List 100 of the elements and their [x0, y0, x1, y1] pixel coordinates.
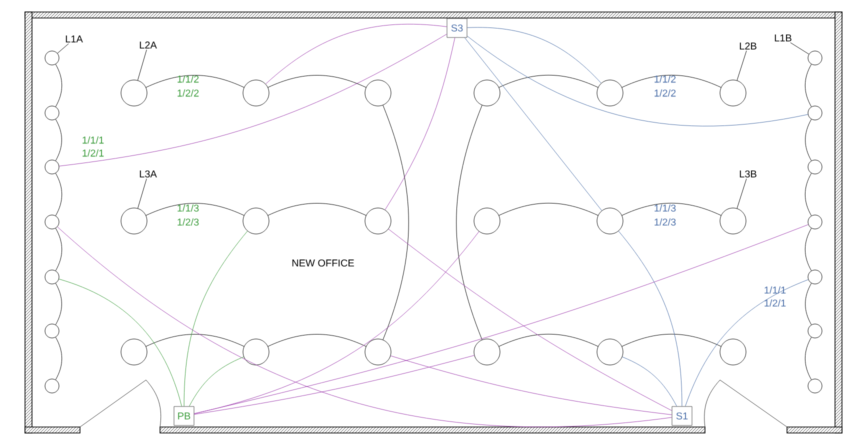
circuit-label: 1/1/3	[654, 204, 676, 212]
wiring-arc	[804, 64, 812, 107]
ceiling-light-circle	[364, 338, 392, 366]
switch-box: PB	[174, 406, 194, 426]
wiring-arc	[804, 173, 812, 216]
wall-light-circle	[808, 270, 822, 284]
wall-light-circle	[808, 50, 822, 66]
circuit-label: 1/2/1	[764, 299, 786, 307]
wiring-arc	[146, 203, 244, 216]
leader-line	[736, 50, 747, 81]
wiring-arc	[55, 119, 62, 161]
wiring-arc	[55, 228, 62, 271]
wiring-arc	[804, 337, 812, 380]
cable-line	[467, 36, 808, 126]
wiring-arc	[55, 337, 62, 380]
wiring-arc	[805, 119, 812, 161]
wall-light-circle	[44, 270, 60, 284]
circuit-label: 1/2/2	[178, 89, 199, 97]
circuit-label: 1/1/2	[178, 75, 199, 83]
wiring-arc	[498, 334, 598, 347]
cable-line	[618, 230, 682, 406]
ceiling-light-circle	[474, 80, 500, 106]
circuit-label: 1/1/3	[178, 204, 199, 212]
wall-light-circle	[44, 50, 60, 66]
wall-light-circle	[44, 214, 60, 230]
wiring-arc	[268, 75, 366, 88]
ceiling-light-circle	[242, 80, 270, 106]
cable-line	[265, 24, 447, 84]
circuit-label: 1/2/3	[178, 218, 199, 226]
cable-line	[685, 279, 808, 406]
circuit-label: 1/2/1	[82, 149, 104, 157]
circuit-label: 1/1/1	[764, 286, 786, 294]
ceiling-light-circle	[720, 208, 746, 234]
fixture-label: L2A	[140, 42, 157, 48]
cable-line	[57, 226, 672, 428]
cable-line	[467, 27, 602, 84]
cable-line	[390, 356, 672, 415]
circuit-label: 1/2/3	[654, 218, 676, 226]
circuit-label: 1/1/1	[82, 136, 104, 144]
wiring-arc	[456, 105, 482, 340]
wall-light-circle	[808, 106, 822, 120]
wiring-arc	[146, 75, 244, 88]
circuit-label: 1/2/2	[654, 89, 676, 97]
wall-light-circle	[44, 324, 60, 338]
ceiling-light-circle	[120, 208, 148, 234]
fixture-label: L3A	[140, 170, 157, 178]
wall-light-circle	[808, 378, 822, 394]
ceiling-light-circle	[596, 338, 624, 366]
leader-line	[790, 42, 810, 54]
wall-light-circle	[44, 378, 60, 394]
switch-box: S3	[446, 18, 468, 38]
cable-line	[58, 278, 182, 406]
ceiling-light-circle	[364, 80, 392, 106]
ceiling-light-circle	[474, 208, 500, 234]
wiring-arc	[804, 228, 812, 271]
fixture-label: L3B	[740, 170, 756, 178]
fixture-label: L2B	[740, 42, 756, 50]
ceiling-light-circle	[596, 208, 624, 234]
wiring-arc	[622, 74, 722, 88]
fixture-label: L1A	[66, 36, 83, 42]
ceiling-light-circle	[242, 338, 270, 366]
wiring-arc	[268, 334, 366, 347]
cable-line	[388, 228, 672, 411]
cable-line	[464, 38, 602, 211]
room-label: NEW OFFICE	[292, 259, 354, 267]
wiring-arc	[498, 202, 598, 216]
cable-line	[384, 38, 456, 210]
cable-line	[194, 231, 480, 414]
ceiling-light-circle	[720, 338, 746, 366]
cable-line	[194, 355, 474, 415]
wall-light-circle	[808, 160, 822, 174]
wiring-arc	[622, 334, 722, 347]
wiring-arc	[55, 283, 62, 325]
wiring-arc	[55, 173, 62, 216]
ceiling-light-circle	[720, 80, 746, 106]
wall-light-circle	[44, 106, 60, 120]
leader-line	[57, 43, 69, 54]
wiring-arc	[382, 105, 409, 340]
cable-line	[184, 230, 248, 406]
wall-light-circle	[808, 324, 822, 338]
wiring-arc	[498, 74, 598, 88]
wiring-arc	[146, 334, 244, 347]
cable-line	[58, 34, 447, 166]
wiring-arc	[622, 202, 722, 216]
ceiling-light-circle	[474, 338, 500, 366]
cable-line	[189, 356, 244, 406]
wiring-arc	[268, 203, 366, 216]
ceiling-light-circle	[120, 338, 148, 366]
ceiling-light-circle	[364, 208, 392, 234]
ceiling-light-circle	[120, 80, 148, 106]
cable-line	[622, 356, 677, 406]
wall-light-circle	[44, 160, 60, 174]
leader-line	[138, 178, 147, 209]
leader-line	[137, 49, 147, 81]
wall-light-circle	[808, 214, 822, 230]
circuit-label: 1/1/2	[654, 75, 676, 83]
fixture-label: L1B	[774, 34, 792, 42]
leader-line	[736, 178, 747, 209]
switch-box: S1	[672, 406, 692, 426]
wiring-arc	[55, 64, 62, 107]
